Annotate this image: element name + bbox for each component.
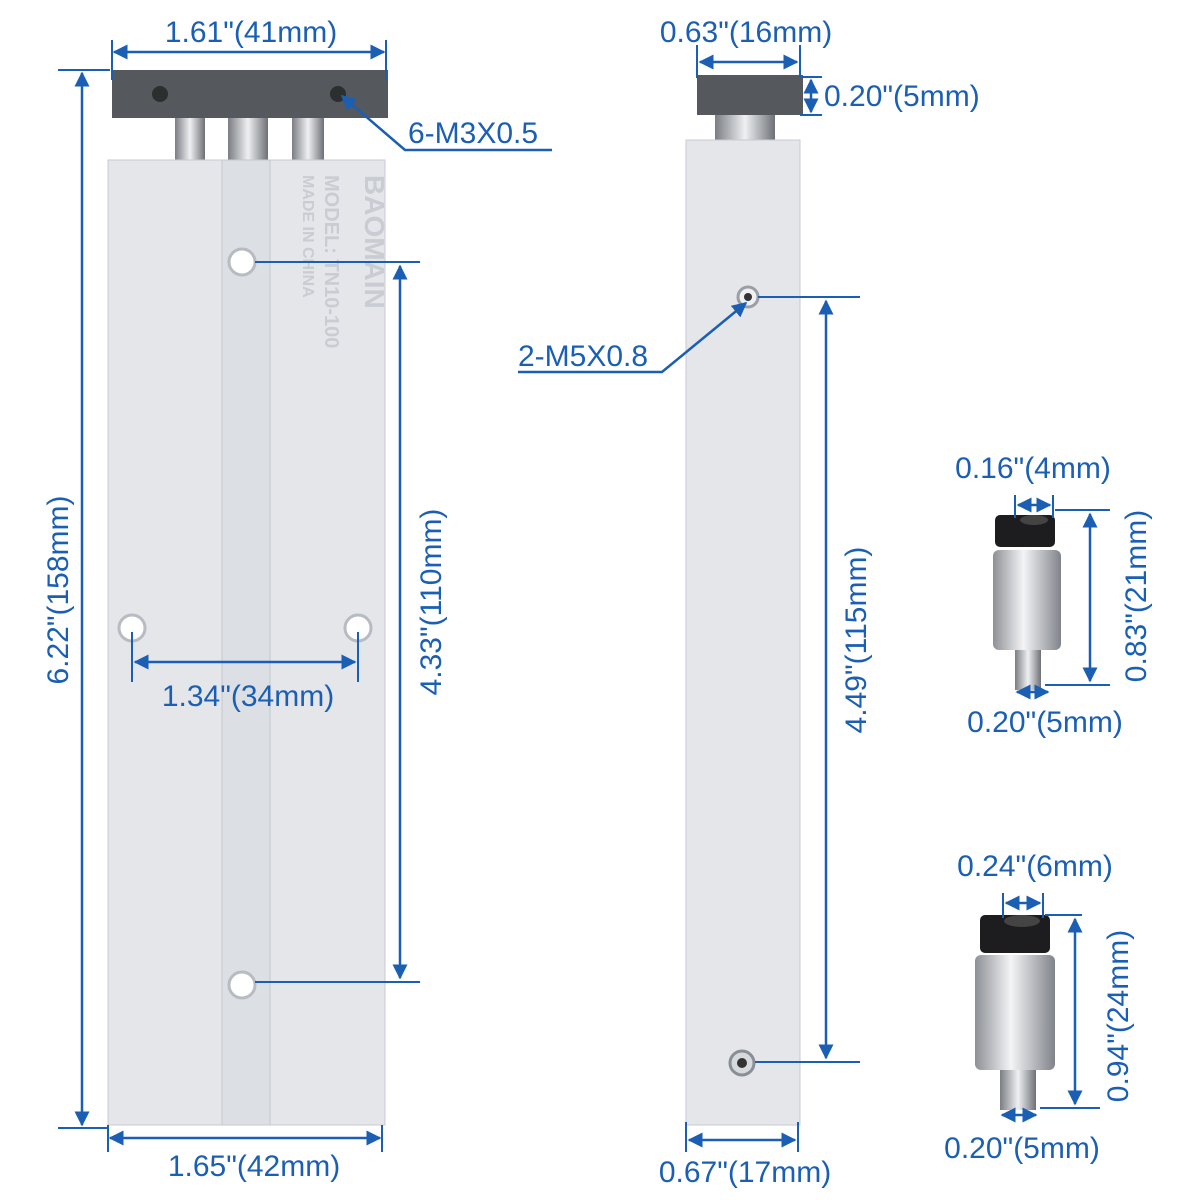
hole-spacing-h-label: 1.34"(34mm) — [162, 680, 334, 713]
port-thread-label: 2-M5X0.8 — [518, 340, 648, 373]
mount-hole — [227, 970, 257, 1000]
fitting-height-label: 0.83"(21mm) — [1120, 510, 1153, 682]
mount-hole — [227, 247, 257, 277]
fitting-body — [975, 955, 1055, 1070]
fitting-height-label: 0.94"(24mm) — [1102, 930, 1135, 1102]
tube-size-label: 0.24"(6mm) — [957, 850, 1113, 883]
fitting-6mm-dimensions: 0.24"(6mm) 0.94"(24mm) 0.20"(5mm) — [944, 850, 1135, 1165]
thread-size-label: 0.20"(5mm) — [967, 706, 1123, 739]
side-body-width-label: 0.67"(17mm) — [659, 1156, 831, 1189]
origin-mark: MADE IN CHINA — [299, 175, 316, 298]
fitting-6mm — [975, 915, 1055, 1110]
guide-rod-right — [292, 115, 324, 163]
cylinder-side-view — [685, 75, 803, 1126]
tube-size-label: 0.16"(4mm) — [955, 452, 1111, 485]
center-groove — [221, 159, 271, 1126]
plate-thickness-label: 0.20"(5mm) — [824, 80, 980, 113]
brand-mark: BAOMAIN — [359, 175, 390, 309]
front-dimensions: 1.61"(41mm) 6.22"(158mm) 6-M3X0.5 4.33"(… — [42, 16, 552, 1183]
plate-width-label: 1.61"(41mm) — [165, 16, 337, 49]
fitting-thread — [1015, 648, 1041, 690]
body-width-label: 1.65"(42mm) — [168, 1150, 340, 1183]
side-dimensions: 0.63"(16mm) 0.20"(5mm) 2-M5X0.8 4.49"(11… — [518, 16, 980, 1189]
plate-hole — [152, 86, 168, 102]
fitting-thread — [1000, 1068, 1036, 1110]
fitting-4mm-dimensions: 0.16"(4mm) 0.83"(21mm) 0.20"(5mm) — [955, 452, 1153, 739]
fitting-body — [993, 550, 1061, 650]
hole-spacing-v-label: 4.33"(110mm) — [415, 509, 448, 696]
guide-rod-left — [175, 115, 205, 163]
piston-nut — [228, 118, 268, 160]
total-length-label: 6.22"(158mm) — [42, 495, 75, 684]
plate-hole — [330, 86, 346, 102]
cylinder-front-view: BAOMAIN MODEL: TN10-100 MADE IN CHINA — [107, 70, 390, 1126]
side-top-plate — [697, 75, 803, 115]
side-plate-width-label: 0.63"(16mm) — [660, 16, 832, 49]
thread-size-label: 0.20"(5mm) — [944, 1132, 1100, 1165]
fitting-4mm — [993, 515, 1061, 690]
port-spacing-label: 4.49"(115mm) — [840, 547, 873, 734]
plate-thread-label: 6-M3X0.5 — [408, 117, 538, 150]
